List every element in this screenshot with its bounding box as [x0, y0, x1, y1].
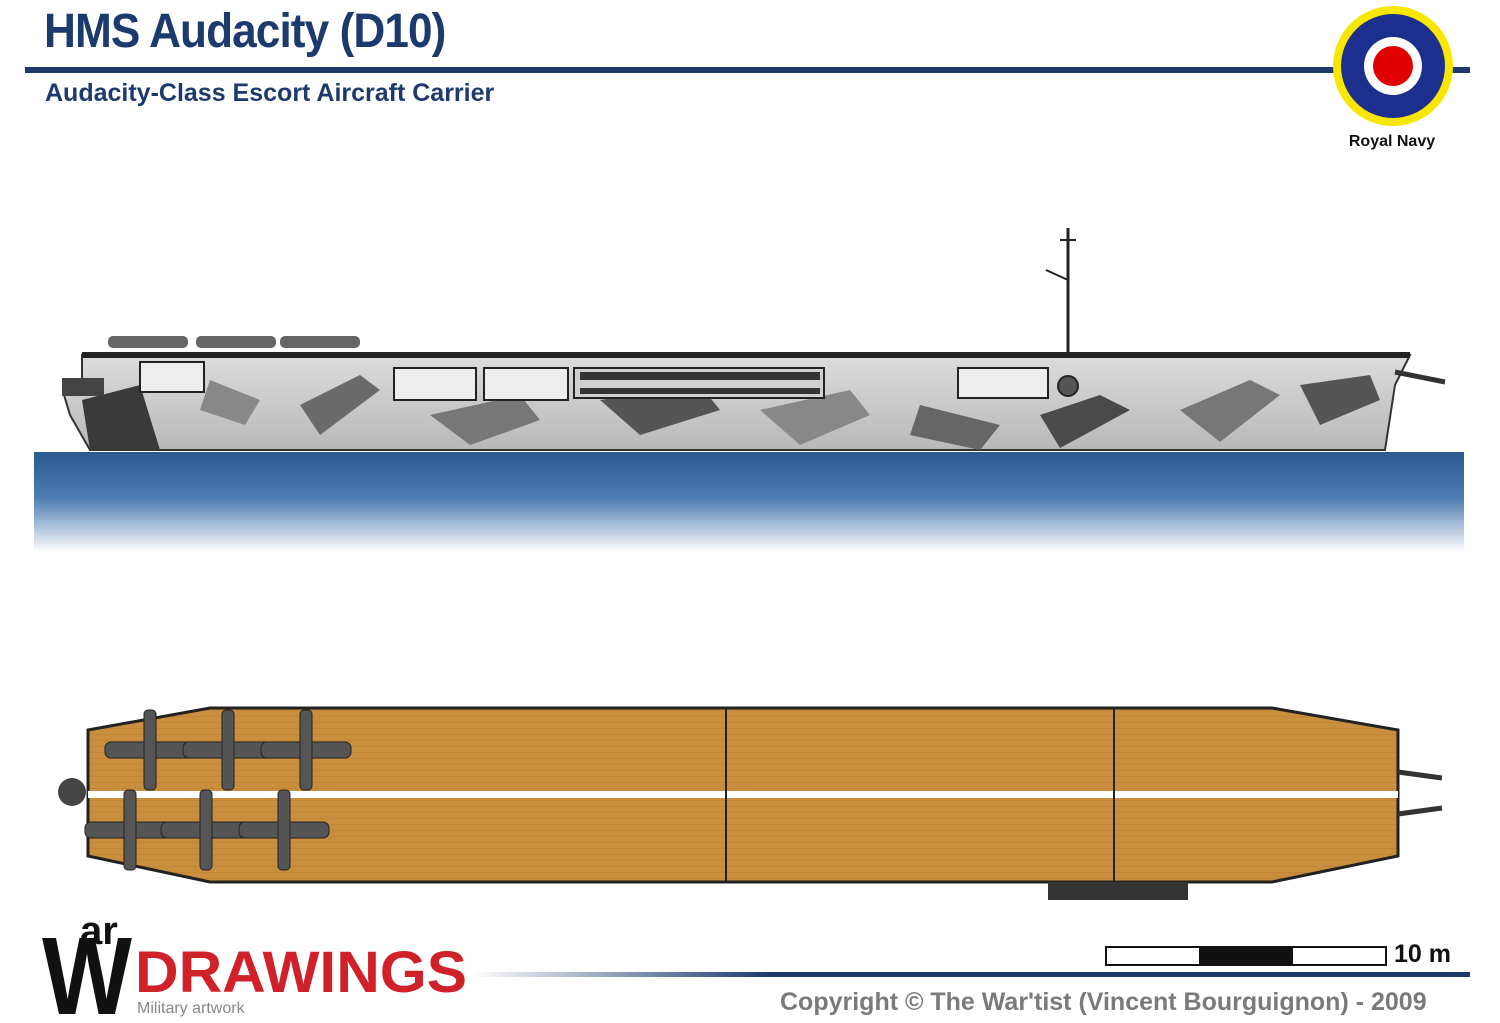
page-title: HMS Audacity (D10) — [44, 5, 446, 58]
stern-gun — [58, 778, 86, 806]
bow-gun — [1394, 369, 1446, 385]
logo-top-text: ar — [80, 909, 118, 953]
header-rule — [25, 67, 1470, 73]
deck-centerline — [88, 791, 1398, 798]
ship-top-view — [58, 706, 1443, 900]
roundel-label: Royal Navy — [1348, 133, 1436, 150]
copyright-text: Copyright © The War'tist (Vincent Bourgu… — [780, 988, 1427, 1016]
aircraft-side — [108, 336, 360, 348]
hull — [62, 354, 1412, 451]
logo-letter: W — [42, 915, 132, 1020]
ship-side-view — [34, 228, 1464, 552]
logo-sub-text: Military artwork — [137, 1000, 246, 1017]
stern-gun — [62, 378, 104, 396]
footer-rule — [470, 972, 1470, 977]
logo-main-text: DRAWINGS — [135, 940, 467, 1005]
scale-label: 10 m — [1394, 940, 1451, 968]
raf-roundel-icon — [1333, 6, 1453, 126]
aircraft-top — [84, 709, 352, 871]
page-subtitle: Audacity-Class Escort Aircraft Carrier — [45, 79, 495, 107]
flight-deck-edge — [82, 352, 1410, 358]
bow-gun — [1397, 805, 1443, 817]
sea — [34, 452, 1464, 552]
bow-gun — [1397, 769, 1443, 781]
mast — [1045, 228, 1079, 397]
island — [1048, 882, 1188, 900]
wardrawings-logo: ar W DRAWINGS Military artwork — [42, 909, 467, 1020]
scale-bar — [1105, 946, 1387, 966]
